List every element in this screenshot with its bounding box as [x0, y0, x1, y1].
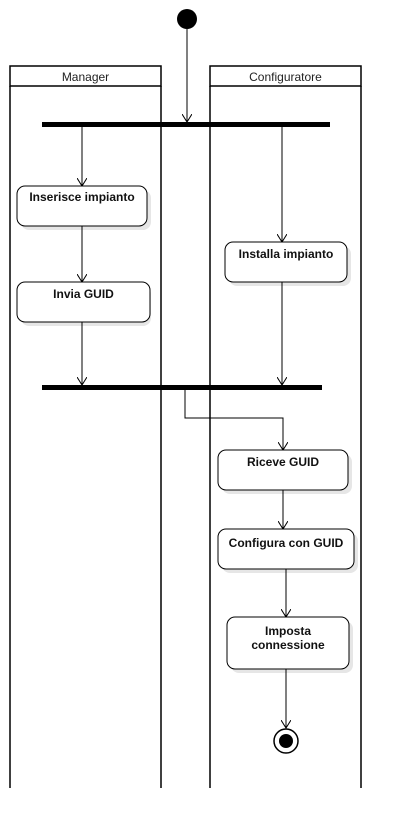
activity-label-line-1: Imposta [265, 624, 311, 638]
activity-label: Configura con GUID [229, 536, 344, 550]
activity-label: Invia GUID [53, 287, 114, 301]
lane-configuratore: Configuratore [209, 65, 362, 788]
activity-label: Riceve GUID [247, 455, 319, 469]
initial-node [177, 9, 197, 29]
activity-imposta-connessione: Imposta connessione [226, 616, 353, 673]
activity-riceve-guid: Riceve GUID [217, 449, 352, 494]
lane-configuratore-title: Configuratore [249, 70, 322, 84]
activity-box [16, 281, 151, 323]
activity-box [226, 616, 350, 670]
edge-join-to-riceve [184, 390, 283, 450]
fork-bar [42, 122, 330, 127]
lane-configuratore-header [209, 65, 362, 87]
join-bar [42, 385, 322, 390]
activity-label-line-2: connessione [251, 638, 325, 652]
final-node [273, 728, 299, 754]
activity-configura-con-guid: Configura con GUID [217, 528, 358, 573]
activity-box [224, 241, 348, 283]
activity-installa-impianto: Installa impianto [224, 241, 351, 286]
activity-invia-guid: Invia GUID [16, 281, 151, 326]
lane-manager: Manager [9, 65, 162, 788]
activity-inserisce-impianto: Inserisce impianto [16, 185, 151, 230]
activity-label: Installa impianto [239, 247, 334, 261]
final-node-core [279, 734, 293, 748]
lane-manager-title: Manager [62, 70, 109, 84]
lane-manager-header [9, 65, 162, 87]
activity-label: Inserisce impianto [29, 190, 134, 204]
